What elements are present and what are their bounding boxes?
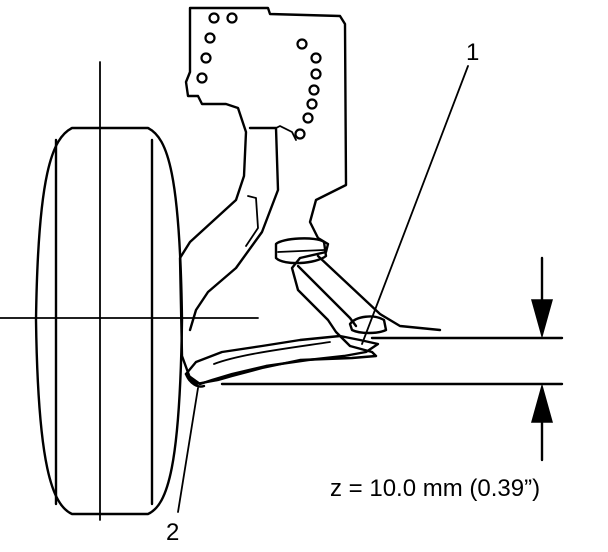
tie-rod-arm-lower — [296, 264, 358, 328]
bolt-hole — [208, 12, 220, 24]
bolt-hole — [200, 52, 212, 64]
callout-2-leader — [177, 387, 199, 513]
tire-outline — [34, 126, 184, 516]
knuckle-inner-edge — [245, 195, 259, 247]
measurement-label: z = 10.0 mm (0.39”) — [330, 475, 540, 502]
tie-rod-end — [274, 237, 442, 335]
bolt-hole — [204, 32, 216, 44]
bolt-hole — [302, 112, 314, 124]
lower-arm-outline — [184, 334, 380, 386]
bolt-hole — [306, 98, 318, 110]
knuckle-inner-ridge — [188, 126, 280, 332]
tie-rod-ball — [274, 237, 328, 265]
bolt-hole — [308, 84, 320, 96]
knuckle-step — [275, 125, 297, 141]
measurement-guides — [220, 256, 564, 462]
lower-arrowhead — [531, 383, 553, 423]
upper-arrowhead — [531, 299, 553, 339]
bolt-hole — [294, 128, 306, 140]
bolt-hole — [226, 12, 238, 24]
bolt-hole — [310, 52, 322, 64]
lower-arm — [184, 334, 380, 388]
callout-2-label: 2 — [166, 519, 179, 546]
lower-arm-tip — [184, 372, 206, 388]
callout-1-leader — [361, 65, 469, 345]
tie-rod-arm — [316, 254, 442, 332]
callout-1-label: 1 — [466, 39, 479, 66]
wheel — [0, 61, 259, 521]
tie-rod-ball-band — [277, 249, 325, 253]
bolt-hole — [310, 68, 322, 80]
bolt-holes — [196, 12, 322, 140]
knuckle-outline — [178, 6, 378, 386]
knuckle-body — [178, 6, 378, 386]
stabilizer-link — [348, 315, 388, 335]
lower-arm-rib — [213, 341, 331, 365]
bolt-hole — [196, 72, 208, 84]
bolt-hole — [296, 38, 308, 50]
